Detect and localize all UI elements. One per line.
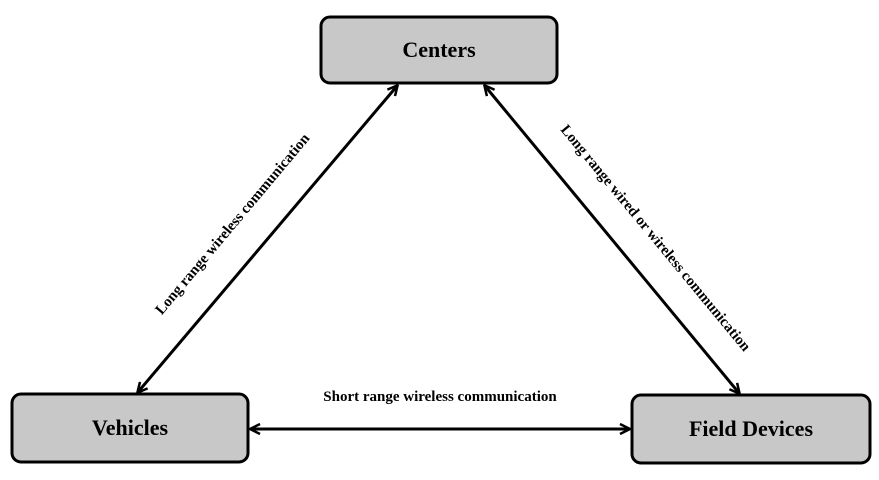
- edge-label-vehicles-field-devices: Short range wireless communication: [323, 389, 557, 405]
- node-vehicles: Vehicles: [10, 392, 250, 464]
- edge-centers-field-devices-arrow: [485, 86, 739, 393]
- vehicles-label: Vehicles: [92, 415, 169, 440]
- field-devices-label: Field Devices: [689, 416, 813, 441]
- centers-box: [319, 15, 559, 85]
- field-devices-box: [630, 393, 872, 465]
- edge-label-centers-field-devices: Long range wired or wireless communicati…: [557, 122, 754, 355]
- node-field-devices: Field Devices: [630, 393, 872, 465]
- centers-label: Centers: [402, 37, 476, 62]
- node-centers: Centers: [319, 15, 559, 85]
- edge-label-centers-vehicles: Long range wireless communication: [153, 130, 314, 318]
- vehicles-box: [10, 392, 250, 464]
- edge-centers-vehicles-arrow: [138, 86, 397, 392]
